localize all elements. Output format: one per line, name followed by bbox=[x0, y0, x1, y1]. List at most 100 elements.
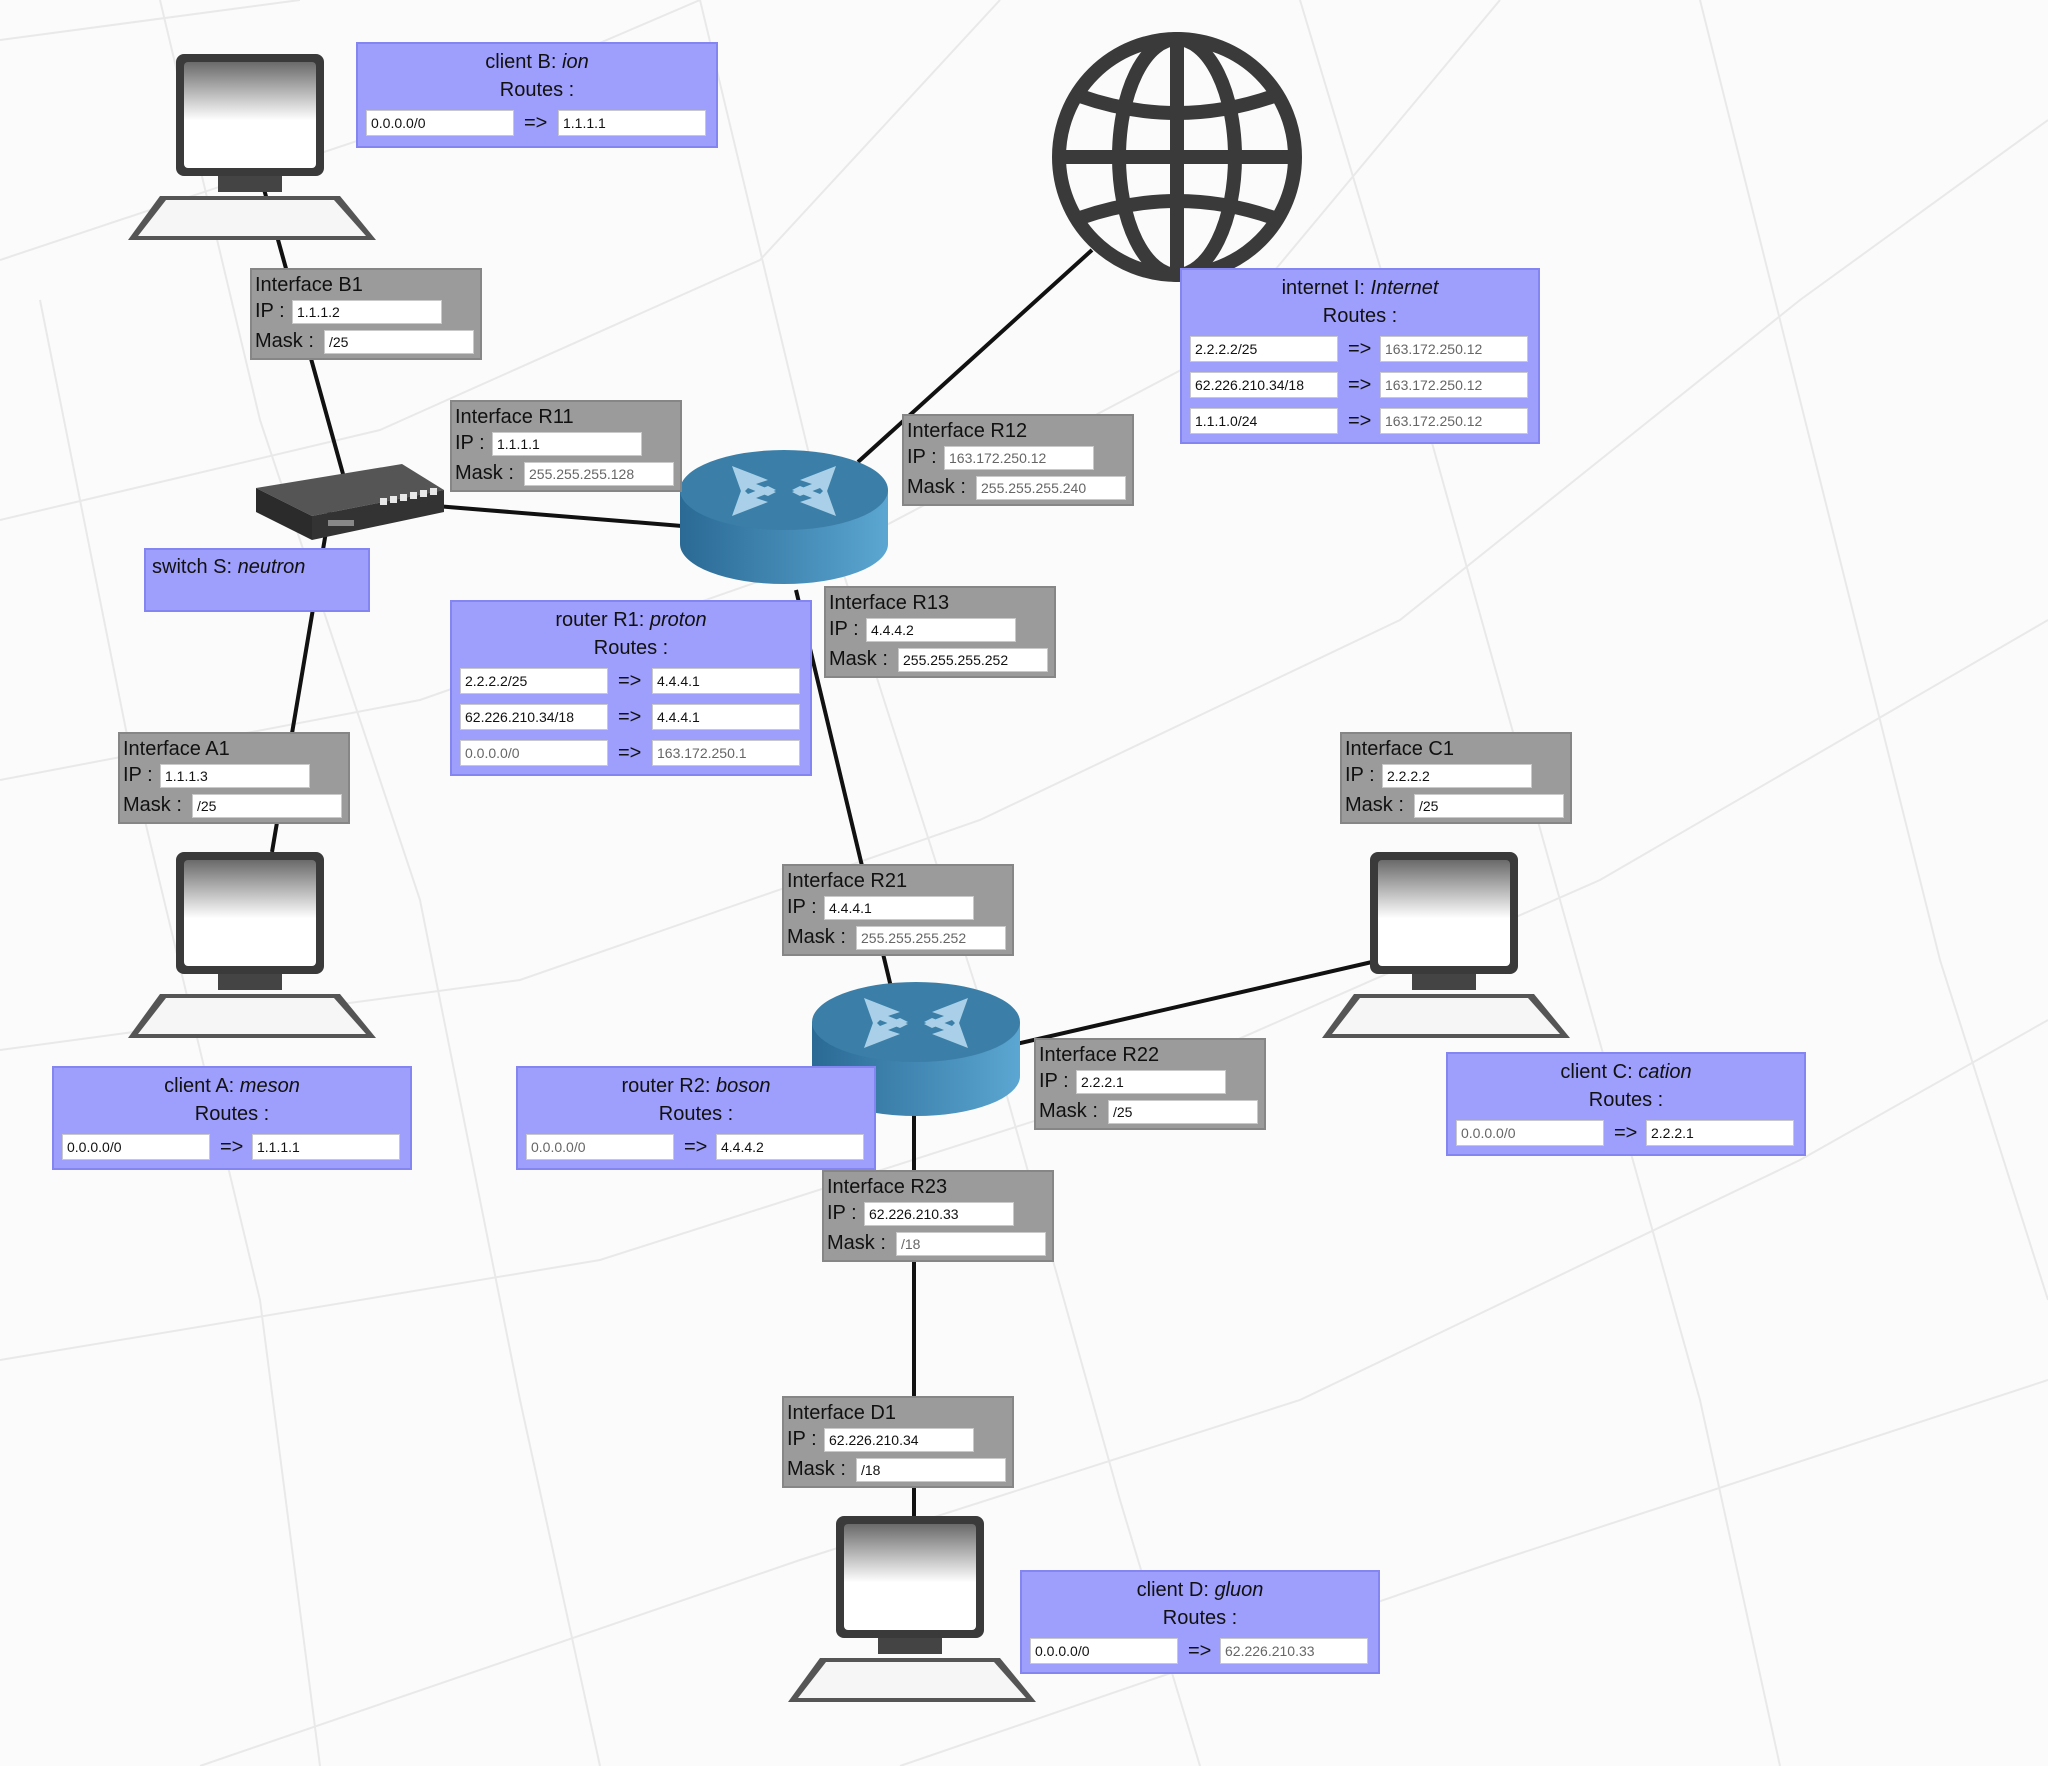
mask-label: Mask : bbox=[123, 794, 182, 816]
interface-title: Interface R11 bbox=[455, 406, 574, 428]
interface-title: Interface A1 bbox=[123, 738, 230, 760]
node-title: router R2: boson bbox=[518, 1072, 874, 1100]
ip-field[interactable]: 2.2.2.1 bbox=[1076, 1070, 1226, 1094]
interface-title: Interface B1 bbox=[255, 274, 363, 296]
route-dest-field[interactable]: 0.0.0.0/0 bbox=[460, 740, 608, 766]
route-dest-field[interactable]: 62.226.210.34/18 bbox=[460, 704, 608, 730]
route-arrow: => bbox=[1348, 410, 1372, 432]
mask-label: Mask : bbox=[787, 926, 846, 948]
route-gateway-field[interactable]: 1.1.1.1 bbox=[252, 1134, 400, 1160]
interface-r13: Interface R13 IP : 4.4.4.2 Mask : 255.25… bbox=[824, 586, 1056, 678]
client-a-node: client A: meson Routes : 0.0.0.0/0 => 1.… bbox=[52, 1066, 412, 1170]
interface-title: Interface D1 bbox=[787, 1402, 896, 1424]
route-gateway-field[interactable]: 2.2.2.1 bbox=[1646, 1120, 1794, 1146]
mask-label: Mask : bbox=[907, 476, 966, 498]
ip-field[interactable]: 163.172.250.12 bbox=[944, 446, 1094, 470]
globe-icon bbox=[1052, 32, 1302, 282]
route-gateway-field[interactable]: 163.172.250.1 bbox=[652, 740, 800, 766]
route-dest-field[interactable]: 62.226.210.34/18 bbox=[1190, 372, 1338, 398]
ip-field[interactable]: 4.4.4.2 bbox=[866, 618, 1016, 642]
mask-field[interactable]: /25 bbox=[324, 330, 474, 354]
mask-field[interactable]: /18 bbox=[856, 1458, 1006, 1482]
ip-field[interactable]: 62.226.210.33 bbox=[864, 1202, 1014, 1226]
node-kind: router R2: bbox=[621, 1075, 716, 1097]
interface-r23: Interface R23 IP : 62.226.210.33 Mask : … bbox=[822, 1170, 1054, 1262]
route-gateway-field[interactable]: 62.226.210.33 bbox=[1220, 1638, 1368, 1664]
routes-label: Routes : bbox=[1322, 305, 1398, 327]
ip-field[interactable]: 1.1.1.3 bbox=[160, 764, 310, 788]
interface-title: Interface R12 bbox=[907, 420, 1028, 442]
node-name: ion bbox=[562, 51, 589, 73]
switch-icon bbox=[256, 464, 444, 540]
mask-label: Mask : bbox=[787, 1458, 846, 1480]
route-dest-field[interactable]: 2.2.2.2/25 bbox=[1190, 336, 1338, 362]
interface-title: Interface R23 bbox=[827, 1176, 948, 1198]
interface-r21: Interface R21 IP : 4.4.4.1 Mask : 255.25… bbox=[782, 864, 1014, 956]
router-icon bbox=[680, 450, 888, 584]
route-row: 0.0.0.0/0 => 62.226.210.33 bbox=[1022, 1632, 1378, 1668]
route-gateway-field[interactable]: 163.172.250.12 bbox=[1380, 336, 1528, 362]
route-row: 62.226.210.34/18 => 163.172.250.12 bbox=[1182, 366, 1538, 402]
ip-field[interactable]: 1.1.1.1 bbox=[492, 432, 642, 456]
ip-field[interactable]: 62.226.210.34 bbox=[824, 1428, 974, 1452]
routes-label: Routes : bbox=[1162, 1607, 1238, 1629]
mask-field[interactable]: /25 bbox=[1414, 794, 1564, 818]
route-dest-field[interactable]: 0.0.0.0/0 bbox=[1456, 1120, 1604, 1146]
route-arrow: => bbox=[1348, 374, 1372, 396]
ip-label: IP : bbox=[455, 432, 485, 454]
mask-field[interactable]: 255.255.255.252 bbox=[856, 926, 1006, 950]
route-row: 1.1.1.0/24 => 163.172.250.12 bbox=[1182, 402, 1538, 438]
route-gateway-field[interactable]: 4.4.4.1 bbox=[652, 704, 800, 730]
interface-title: Interface C1 bbox=[1345, 738, 1454, 760]
route-dest-field[interactable]: 0.0.0.0/0 bbox=[526, 1134, 674, 1160]
route-gateway-field[interactable]: 163.172.250.12 bbox=[1380, 408, 1528, 434]
ip-field[interactable]: 2.2.2.2 bbox=[1382, 764, 1532, 788]
route-dest-field[interactable]: 0.0.0.0/0 bbox=[366, 110, 514, 136]
route-arrow: => bbox=[618, 706, 642, 728]
node-name: Internet bbox=[1370, 277, 1439, 299]
node-kind: switch S: bbox=[152, 556, 238, 578]
mask-field[interactable]: 255.255.255.252 bbox=[898, 648, 1048, 672]
node-kind: client A: bbox=[164, 1075, 240, 1097]
interface-r11: Interface R11 IP : 1.1.1.1 Mask : 255.25… bbox=[450, 400, 682, 492]
mask-field[interactable]: 255.255.255.128 bbox=[524, 462, 674, 486]
mask-field[interactable]: /18 bbox=[896, 1232, 1046, 1256]
computer-icon bbox=[128, 852, 376, 1038]
route-arrow: => bbox=[220, 1136, 244, 1158]
route-dest-field[interactable]: 1.1.1.0/24 bbox=[1190, 408, 1338, 434]
route-gateway-field[interactable]: 163.172.250.12 bbox=[1380, 372, 1528, 398]
route-arrow: => bbox=[1348, 338, 1372, 360]
mask-label: Mask : bbox=[1039, 1100, 1098, 1122]
mask-field[interactable]: /25 bbox=[1108, 1100, 1258, 1124]
route-gateway-field[interactable]: 4.4.4.2 bbox=[716, 1134, 864, 1160]
client-d-node: client D: gluon Routes : 0.0.0.0/0 => 62… bbox=[1020, 1570, 1380, 1674]
ip-label: IP : bbox=[123, 764, 153, 786]
route-row: 2.2.2.2/25 => 4.4.4.1 bbox=[452, 662, 810, 698]
computer-icon bbox=[128, 54, 376, 240]
ip-label: IP : bbox=[827, 1202, 857, 1224]
mask-field[interactable]: /25 bbox=[192, 794, 342, 818]
route-dest-field[interactable]: 0.0.0.0/0 bbox=[62, 1134, 210, 1160]
ip-field[interactable]: 1.1.1.2 bbox=[292, 300, 442, 324]
route-dest-field[interactable]: 0.0.0.0/0 bbox=[1030, 1638, 1178, 1664]
routes-label: Routes : bbox=[499, 79, 575, 101]
routes-label: Routes : bbox=[593, 637, 669, 659]
client-b-node: client B: ion Routes : 0.0.0.0/0 => 1.1.… bbox=[356, 42, 718, 148]
mask-field[interactable]: 255.255.255.240 bbox=[976, 476, 1126, 500]
ip-field[interactable]: 4.4.4.1 bbox=[824, 896, 974, 920]
route-row: 0.0.0.0/0 => 1.1.1.1 bbox=[358, 104, 716, 140]
route-arrow: => bbox=[524, 112, 548, 134]
route-dest-field[interactable]: 2.2.2.2/25 bbox=[460, 668, 608, 694]
ip-label: IP : bbox=[907, 446, 937, 468]
route-gateway-field[interactable]: 4.4.4.1 bbox=[652, 668, 800, 694]
mask-label: Mask : bbox=[255, 330, 314, 352]
route-row: 0.0.0.0/0 => 1.1.1.1 bbox=[54, 1128, 410, 1164]
node-title: router R1: proton bbox=[452, 606, 810, 634]
node-title: switch S: neutron bbox=[152, 556, 305, 579]
route-gateway-field[interactable]: 1.1.1.1 bbox=[558, 110, 706, 136]
route-arrow: => bbox=[618, 670, 642, 692]
link-r1-internet bbox=[856, 248, 1094, 464]
ip-label: IP : bbox=[255, 300, 285, 322]
mask-label: Mask : bbox=[455, 462, 514, 484]
interface-title: Interface R22 bbox=[1039, 1044, 1160, 1066]
